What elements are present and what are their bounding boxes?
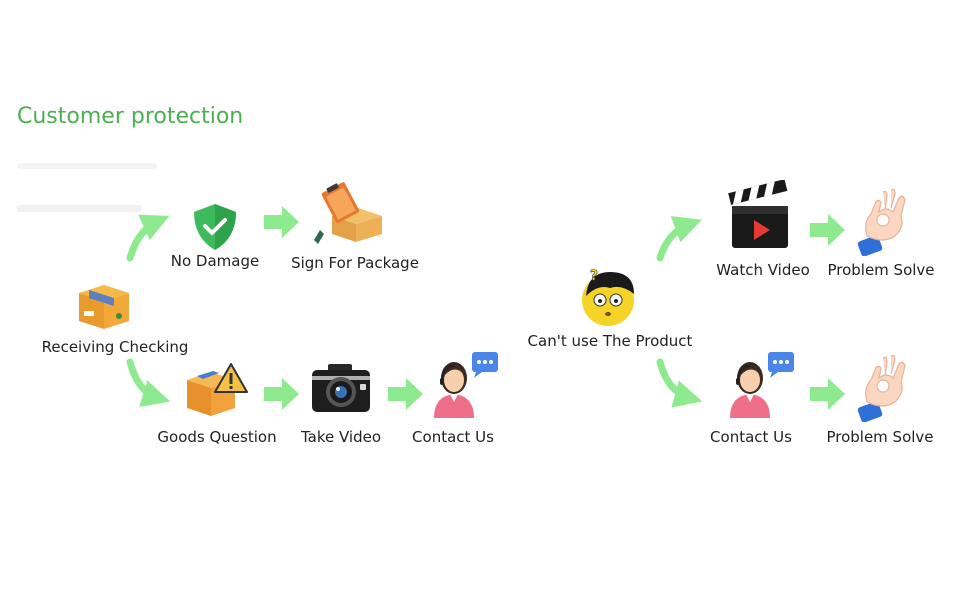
faded-subtitle	[17, 205, 142, 212]
node-label: Watch Video	[716, 261, 810, 279]
clapperboard-icon	[728, 179, 794, 255]
node-label: Sign For Package	[291, 254, 419, 272]
node-label: Goods Question	[157, 428, 277, 446]
arrow-right	[810, 214, 845, 246]
svg-text:?: ?	[590, 268, 598, 284]
page-title: Customer protection	[17, 104, 244, 129]
ok-hand-icon	[853, 186, 909, 261]
ok-hand-icon	[853, 352, 909, 427]
support-agent-icon	[726, 350, 796, 425]
shield-check-icon	[188, 202, 242, 257]
clipboard-box-icon	[310, 182, 384, 249]
faded-subtitle	[17, 163, 157, 169]
box-warning-icon	[185, 362, 249, 423]
node-label: Contact Us	[412, 428, 494, 446]
box-icon	[75, 283, 133, 336]
node-label: Can't use The Product	[527, 332, 693, 350]
node-label: Take Video	[300, 428, 382, 446]
arrow-curve-up	[126, 214, 170, 262]
confused-face-icon: ?	[576, 266, 642, 333]
node-label: Problem Solve	[827, 261, 935, 279]
arrow-right	[388, 378, 423, 410]
node-label: Receiving Checking	[41, 338, 189, 356]
arrow-right	[264, 378, 299, 410]
node-label: Problem Solve	[826, 428, 934, 446]
support-agent-icon	[430, 350, 500, 425]
node-label: No Damage	[170, 252, 260, 270]
arrow-curve-up	[656, 216, 702, 262]
camera-icon	[310, 362, 372, 419]
arrow-right	[810, 378, 845, 410]
arrow-curve-down	[126, 358, 171, 407]
node-label: Contact Us	[710, 428, 792, 446]
arrow-right	[264, 206, 299, 238]
arrow-curve-down	[656, 358, 703, 408]
